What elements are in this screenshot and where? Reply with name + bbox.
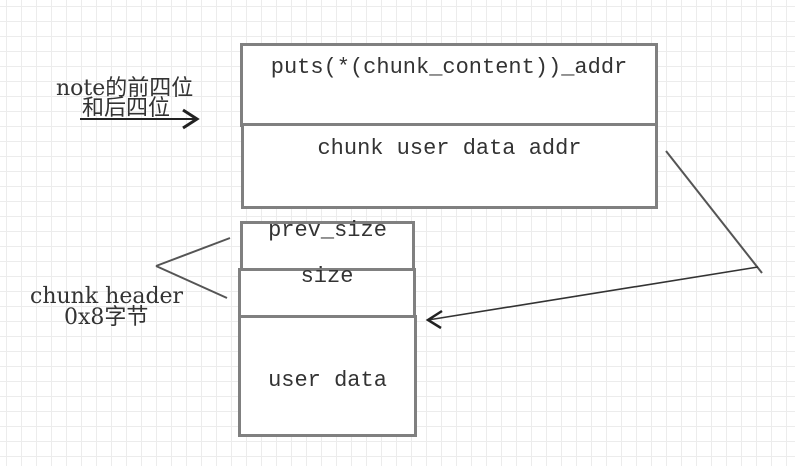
note-struct-bottom-field: chunk user data addr: [241, 123, 658, 209]
note-struct-top-field: puts(*(chunk_content))_addr: [240, 43, 658, 127]
note-label-line2: 和后四位: [82, 96, 171, 121]
user-data-addr-text: chunk user data addr: [317, 136, 582, 161]
chunk-header-label-line1: chunk header: [30, 284, 184, 309]
user-data-text: user data: [268, 368, 387, 393]
chunk-size-field: size: [238, 264, 416, 319]
chunk-prev-size-field: prev_size: [240, 218, 415, 273]
size-text: size: [300, 264, 354, 289]
chunk-user-data-field: user data: [238, 315, 417, 437]
chunk-header-label-line2: 0x8字节: [64, 305, 149, 330]
note-label-line1: note的前四位: [56, 76, 194, 101]
prev-size-text: prev_size: [268, 218, 387, 243]
puts-addr-text: puts(*(chunk_content))_addr: [270, 55, 628, 80]
